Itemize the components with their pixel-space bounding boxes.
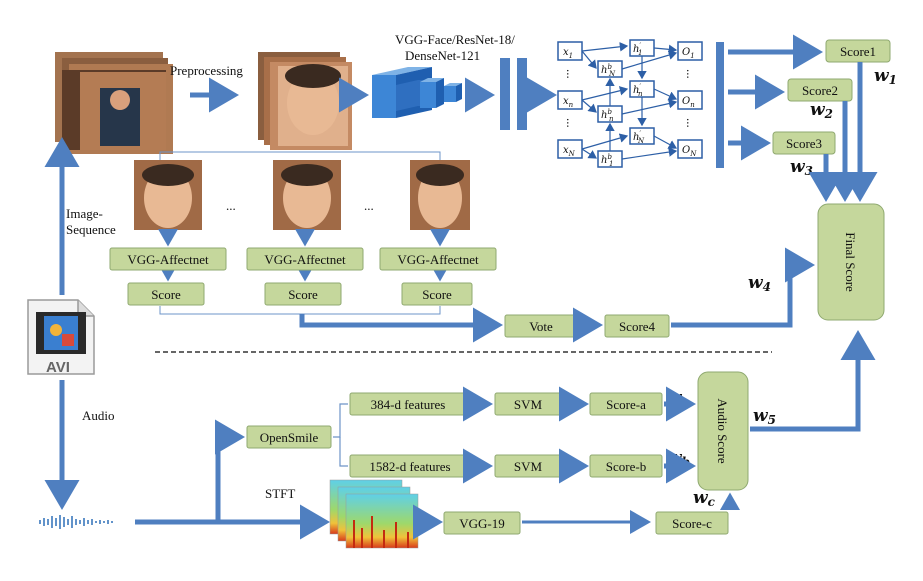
avi-text: AVI	[46, 359, 70, 376]
cnn-name-line1: VGG-Face/ResNet-18/	[395, 32, 515, 47]
svm-a-label: SVM	[514, 397, 543, 412]
final-score-box	[817, 203, 885, 321]
score-3-label: Score	[422, 287, 452, 302]
rnn-hfN: h′N	[633, 130, 645, 145]
rnn-hfn: h′n	[633, 83, 643, 98]
audio-label: Audio	[82, 408, 115, 423]
vgg19-label: VGG-19	[459, 516, 505, 531]
preprocessing-label: Preprocessing	[170, 63, 243, 78]
stft-label: STFT	[265, 486, 295, 501]
cnn-block-icon	[372, 67, 462, 118]
score-2-label: Score	[288, 287, 318, 302]
image-sequence-line2: Sequence	[66, 222, 116, 237]
final-score-label: Final Score	[843, 232, 858, 292]
vgg-affectnet-1-label: VGG-Affectnet	[127, 252, 209, 267]
weight-w1: w1	[874, 66, 897, 87]
weight-w3: w3	[790, 157, 813, 178]
rnn-dots-3: ...	[684, 69, 699, 79]
audio-score-label: Audio Score	[715, 398, 730, 464]
weight-w2: w2	[810, 100, 833, 121]
ellipsis-2: ...	[364, 198, 374, 213]
feature-bar-1	[500, 58, 510, 130]
score4-label: Score4	[619, 319, 656, 334]
spectrogram-icon	[329, 479, 419, 549]
cnn-name-line2: DenseNet-121	[405, 48, 480, 63]
waveform-icon	[39, 515, 113, 529]
cnn-name-label: VGG-Face/ResNet-18/ DenseNet-121	[395, 32, 518, 63]
rnn-ON: ON	[682, 145, 697, 158]
weight-w5: w5	[753, 406, 776, 427]
rnn-dots-4: ...	[684, 118, 699, 128]
weight-w4: w4	[748, 273, 771, 294]
score-a-label: Score-a	[606, 397, 646, 412]
rnn-xN: xN	[563, 145, 576, 158]
face-crop-row	[134, 160, 470, 230]
vote-label: Vote	[529, 319, 553, 334]
video-frames-stack	[55, 52, 173, 154]
audio-score-box	[697, 371, 749, 491]
rnn-xn: xn	[563, 96, 574, 109]
score3-label: Score3	[786, 136, 822, 151]
score-1-label: Score	[151, 287, 181, 302]
vgg-affectnet-3-label: VGG-Affectnet	[397, 252, 479, 267]
feat-384-label: 384-d features	[371, 397, 446, 412]
rnn-hf1: h′1	[633, 42, 643, 57]
bidirectional-rnn	[557, 39, 703, 168]
image-sequence-line1: Image-	[66, 206, 103, 221]
avi-file-icon	[27, 299, 95, 375]
vgg-affectnet-2-label: VGG-Affectnet	[264, 252, 346, 267]
svm-b-label: SVM	[514, 459, 543, 474]
rnn-x1: x1	[563, 47, 573, 60]
image-sequence-label: Image- Sequence	[66, 206, 116, 237]
ellipsis-1: ...	[226, 198, 236, 213]
opensmile-label: OpenSmile	[260, 430, 319, 445]
score1-label: Score1	[840, 44, 876, 59]
score2-label: Score2	[802, 83, 838, 98]
feature-bar-2	[517, 58, 527, 130]
rnn-On: On	[682, 96, 695, 109]
face-crops-stack	[258, 52, 352, 150]
score-boxes	[772, 39, 891, 155]
output-bar	[716, 42, 724, 168]
rnn-dots-1: ...	[564, 69, 579, 79]
score-b-label: Score-b	[606, 459, 646, 474]
feat-1582-label: 1582-d features	[369, 459, 450, 474]
rnn-O1: O1	[682, 47, 695, 60]
score-c-label: Score-c	[672, 516, 712, 531]
weight-wc: wc	[693, 488, 716, 509]
rnn-dots-2: ...	[564, 118, 579, 128]
